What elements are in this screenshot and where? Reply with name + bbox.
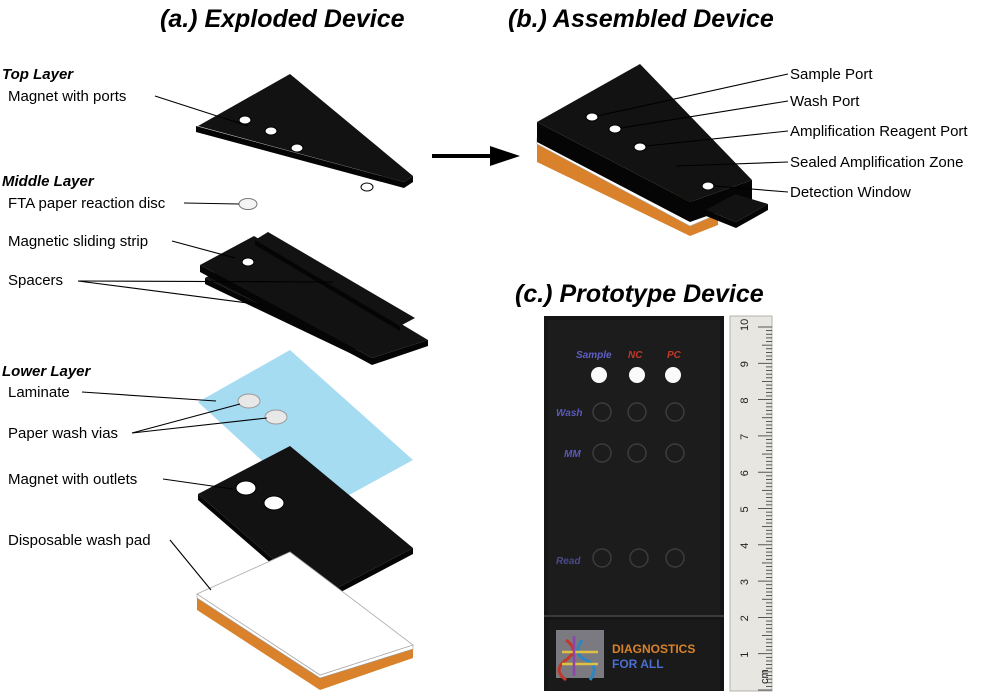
ruler-number: 8 [739, 397, 751, 403]
assembled-title: (b.) Assembled Device [508, 5, 774, 33]
wash-pad-leader [169, 539, 212, 591]
top-layer-heading: Top Layer [2, 66, 74, 83]
ruler-number: 6 [739, 470, 751, 476]
middle-layer-heading: Middle Layer [2, 173, 95, 190]
laminate-sheet [198, 350, 413, 512]
wash-pad-label: Disposable wash pad [8, 532, 151, 549]
sealed-zone-leader [675, 161, 789, 167]
detection-window-label: Detection Window [790, 184, 911, 201]
sealed-zone-label: Sealed Amplification Zone [790, 154, 963, 171]
ruler-number: 9 [739, 361, 751, 367]
outlet-hole-2 [263, 495, 285, 511]
ruler: 1 2 3 4 5 6 7 8 9 10 cm [729, 315, 773, 692]
proto-col-sample: Sample [576, 350, 612, 361]
proto-nc-port [629, 367, 645, 383]
detection-window-leader [713, 185, 789, 193]
spacers-label: Spacers [8, 272, 63, 289]
detection-port-hole [360, 182, 374, 192]
proto-row-mm: MM [564, 449, 581, 460]
fta-disc-label: FTA paper reaction disc [8, 195, 166, 212]
assembly-arrow [432, 146, 520, 166]
assembled-device [536, 64, 768, 236]
prototype-title: (c.) Prototype Device [515, 280, 764, 308]
spacers-leader-2 [77, 280, 264, 306]
amplification-port-hole [290, 143, 304, 153]
wash-via-2 [264, 409, 288, 425]
ruler-number: 10 [739, 319, 751, 331]
top-magnet-plate [196, 74, 413, 192]
spacers-leader-1 [77, 280, 334, 283]
wash-port-hole [264, 126, 278, 136]
wash-vias-leader-2 [131, 417, 268, 434]
ruler-number: 1 [739, 652, 751, 658]
assembled-wash-port [608, 124, 622, 134]
magnet-outlets-label: Magnet with outlets [8, 471, 137, 488]
fta-disc [238, 198, 258, 210]
proto-sample-port [591, 367, 607, 383]
laminate-leader [81, 391, 217, 402]
wash-pad [196, 551, 414, 690]
assembled-detection-port [701, 181, 715, 191]
exploded-title: (a.) Exploded Device [160, 5, 405, 33]
laminate-label: Laminate [8, 384, 70, 401]
wash-port-leader [620, 100, 789, 129]
wash-port-label: Wash Port [790, 93, 860, 110]
logo-text-line1: DIAGNOSTICS [612, 642, 695, 656]
sliding-strip-label: Magnetic sliding strip [8, 233, 148, 250]
amp-port-leader [645, 130, 789, 147]
amp-port-label: Amplification Reagent Port [790, 123, 968, 140]
assembled-amplification-port [633, 142, 647, 152]
sliding-strip-hole [241, 257, 255, 267]
proto-col-pc: PC [667, 350, 682, 361]
fta-disc-leader [183, 202, 240, 205]
assembled-sample-port [585, 112, 599, 122]
middle-layer-strips [200, 232, 428, 365]
magnet-outlets-leader [162, 478, 234, 490]
lower-layer-heading: Lower Layer [2, 363, 92, 380]
prototype-photo: Sample NC PC Wash MM Read DIAGNOSTICS FO… [544, 316, 724, 691]
logo-text-line2: FOR ALL [612, 657, 664, 671]
wash-vias-leader-1 [131, 403, 241, 434]
magnet-ports-label: Magnet with ports [8, 88, 126, 105]
outlet-hole-1 [235, 480, 257, 496]
proto-col-nc: NC [628, 350, 643, 361]
sliding-strip-leader [171, 240, 236, 259]
ruler-number: 4 [739, 543, 751, 549]
diagnostics-logo [556, 630, 604, 682]
ruler-number: 3 [739, 579, 751, 585]
proto-row-wash: Wash [556, 408, 583, 419]
wash-via-1 [237, 393, 261, 409]
ruler-unit: cm [759, 669, 771, 684]
ruler-number: 7 [739, 434, 751, 440]
proto-pc-port [665, 367, 681, 383]
ruler-number: 2 [739, 615, 751, 621]
ruler-number: 5 [739, 506, 751, 512]
sample-port-label: Sample Port [790, 66, 873, 83]
sample-port-hole [238, 115, 252, 125]
wash-vias-label: Paper wash vias [8, 425, 118, 442]
proto-row-read: Read [556, 556, 581, 567]
proto-wells [592, 402, 685, 568]
sample-port-leader [596, 73, 789, 117]
magnet-ports-leader [154, 95, 249, 127]
